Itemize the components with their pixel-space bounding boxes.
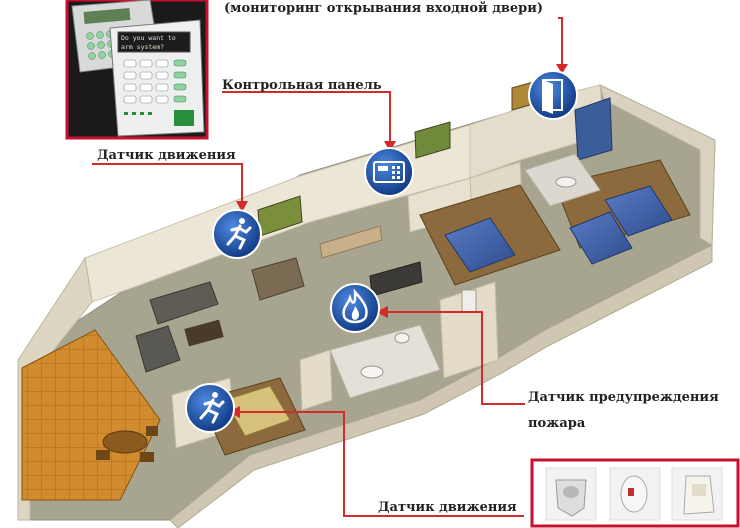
fire-warning-label-line2: пожара <box>528 416 586 431</box>
dining-table <box>251 257 305 301</box>
motion-sensor-bottom-label: Датчик движения <box>378 500 517 515</box>
fire-warning-label-line1: Датчик предупреждения <box>528 390 719 405</box>
partition-wall <box>439 281 499 379</box>
sofa <box>149 281 219 325</box>
patio-chair <box>96 450 110 460</box>
running-person-icon <box>199 392 225 424</box>
partition-wall <box>299 349 333 411</box>
callout-lines <box>92 17 563 517</box>
control-panel-label: Контрольная панель <box>222 78 382 93</box>
sofa <box>135 325 181 373</box>
arrowhead <box>384 141 396 152</box>
callout-line-motion-bottom <box>230 411 524 517</box>
fire-sensor-icon <box>330 283 380 333</box>
arrowhead <box>556 64 568 74</box>
patio-table <box>102 430 148 454</box>
bed <box>569 211 633 265</box>
panel-display <box>378 166 388 171</box>
motion-sensor-bottom-icon <box>185 383 235 433</box>
arrowhead <box>376 306 388 318</box>
keypad-display-line2: arm system? <box>121 43 164 51</box>
keypad-indicators <box>124 112 152 115</box>
callout-line-panel <box>222 91 391 150</box>
keypad-back-display <box>83 8 131 24</box>
panel-keys <box>392 166 400 179</box>
door-sensor-icon <box>528 70 578 120</box>
wall-painting <box>414 121 451 159</box>
keypad-display <box>117 31 191 53</box>
coffee-table <box>184 319 224 347</box>
running-person-icon <box>226 218 252 250</box>
sensor-devices-inset <box>530 458 740 528</box>
sink <box>555 176 577 188</box>
keypad-keys <box>123 59 169 104</box>
keypad-inset: Do you want to arm system? <box>65 0 209 140</box>
callout-line-door <box>558 17 563 72</box>
motion-sensor-top-label: Датчик движения <box>97 148 236 163</box>
front-wall <box>169 244 713 528</box>
toilet <box>394 332 410 344</box>
radiator <box>461 289 477 313</box>
bed <box>604 185 673 237</box>
flame-icon <box>342 288 368 324</box>
flame-inner <box>351 306 359 320</box>
keypad-brand-bar <box>174 110 194 126</box>
callout-line-motion-top <box>92 163 243 210</box>
kitchen-counter <box>319 225 383 259</box>
bed <box>444 217 516 273</box>
bathroom-wall <box>574 97 613 161</box>
keypad-display-line1: Do you want to <box>121 34 176 42</box>
pir-lens <box>563 486 579 498</box>
motion-sensor-top-icon <box>212 209 262 259</box>
callout-line-fire <box>378 311 525 405</box>
arrowhead <box>236 201 248 212</box>
detector-indicator <box>628 488 634 496</box>
control-panel-icon <box>373 161 405 183</box>
sink <box>360 365 384 379</box>
bathroom <box>329 324 441 399</box>
patio-chair <box>140 452 154 462</box>
door-monitoring-label: (мониторинг открывания входной двери) <box>224 1 544 16</box>
door-leaf <box>543 80 553 114</box>
wall-sensor-lens <box>692 484 706 496</box>
keypad-function-keys <box>173 59 187 103</box>
patio-chair <box>146 426 158 436</box>
control-panel-sensor-icon <box>364 147 414 197</box>
